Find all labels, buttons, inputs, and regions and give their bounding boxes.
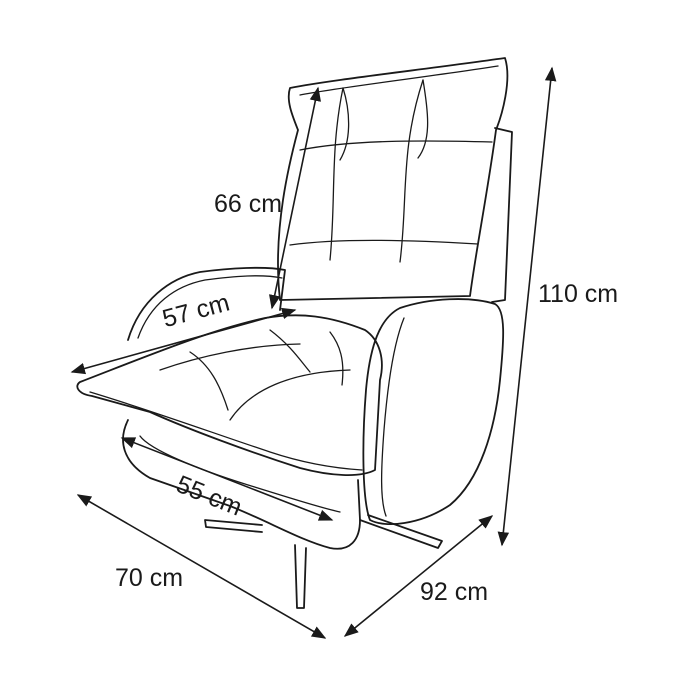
total-height-label: 110 cm [538, 280, 619, 308]
backrest-height-line [269, 86, 321, 310]
total-depth-line [343, 515, 494, 637]
total-height-line [497, 66, 557, 547]
right-armrest [362, 298, 505, 525]
total-width-line [76, 494, 327, 639]
backrest [277, 57, 513, 303]
swivel-base [204, 514, 443, 609]
seat-width-line [70, 307, 297, 375]
total-depth-label: 92 cm [420, 578, 489, 606]
total-width-label: 70 cm [115, 564, 184, 592]
seat-cushion [76, 314, 383, 476]
dimension-lines [70, 66, 557, 639]
backrest-height-label: 66 cm [214, 190, 283, 218]
